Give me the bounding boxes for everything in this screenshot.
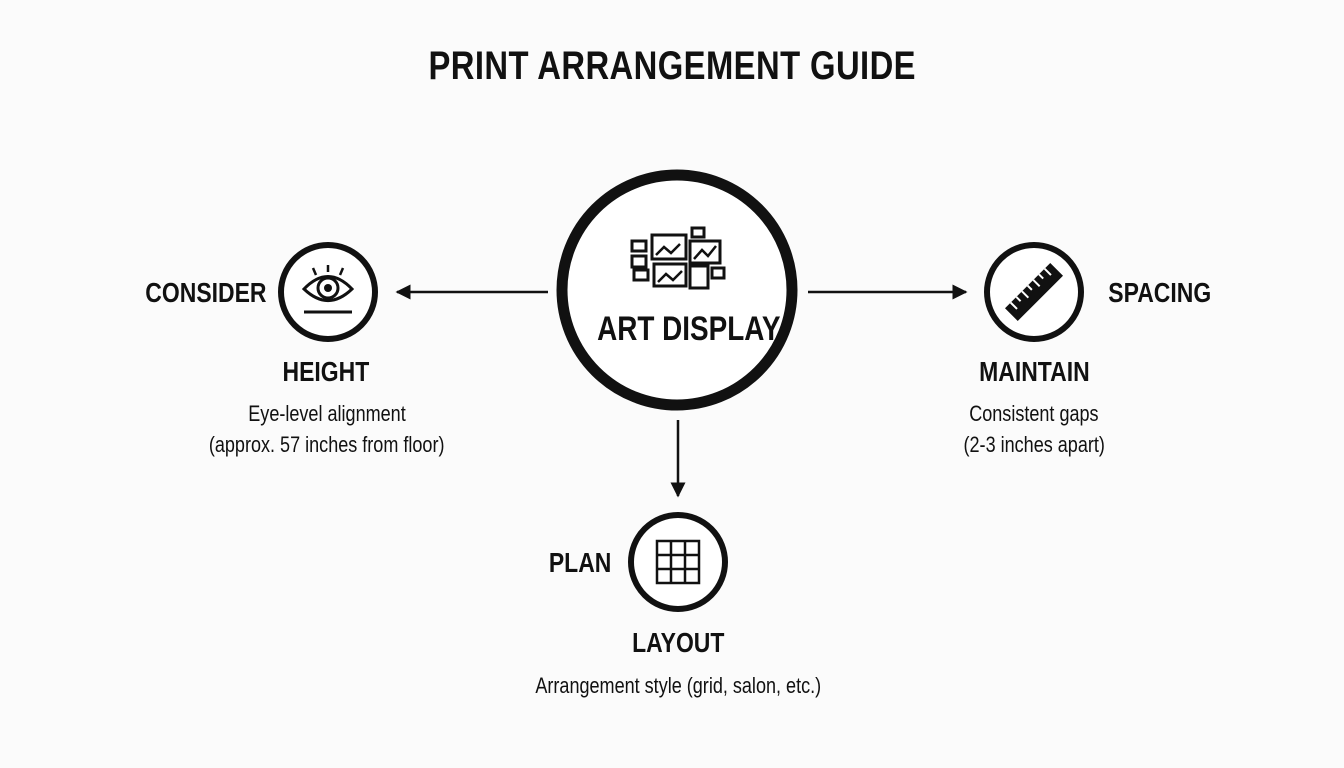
- central-hub-label: ART DISPLAY: [597, 310, 781, 348]
- height-verb-label: CONSIDER: [145, 277, 267, 308]
- height-description: Eye-level alignment (approx. 57 inches f…: [209, 401, 445, 457]
- grid-icon: [655, 539, 701, 585]
- height-topic-label: HEIGHT: [282, 356, 370, 387]
- ruler-icon: [1005, 263, 1063, 321]
- central-hub-circle: [556, 169, 798, 411]
- layout-description: Arrangement style (grid, salon, etc.): [535, 673, 821, 698]
- spacing-description: Consistent gaps (2-3 inches apart): [963, 401, 1105, 457]
- gallery-frames-icon: [630, 226, 726, 290]
- layout-topic-label: LAYOUT: [631, 627, 725, 658]
- spacing-verb-label: MAINTAIN: [978, 356, 1090, 387]
- page-title: PRINT ARRANGEMENT GUIDE: [428, 44, 916, 88]
- spacing-topic-label: SPACING: [1108, 277, 1212, 308]
- layout-verb-label: PLAN: [548, 547, 612, 578]
- layout-node-circle: [628, 512, 728, 612]
- eye-icon: [301, 265, 355, 314]
